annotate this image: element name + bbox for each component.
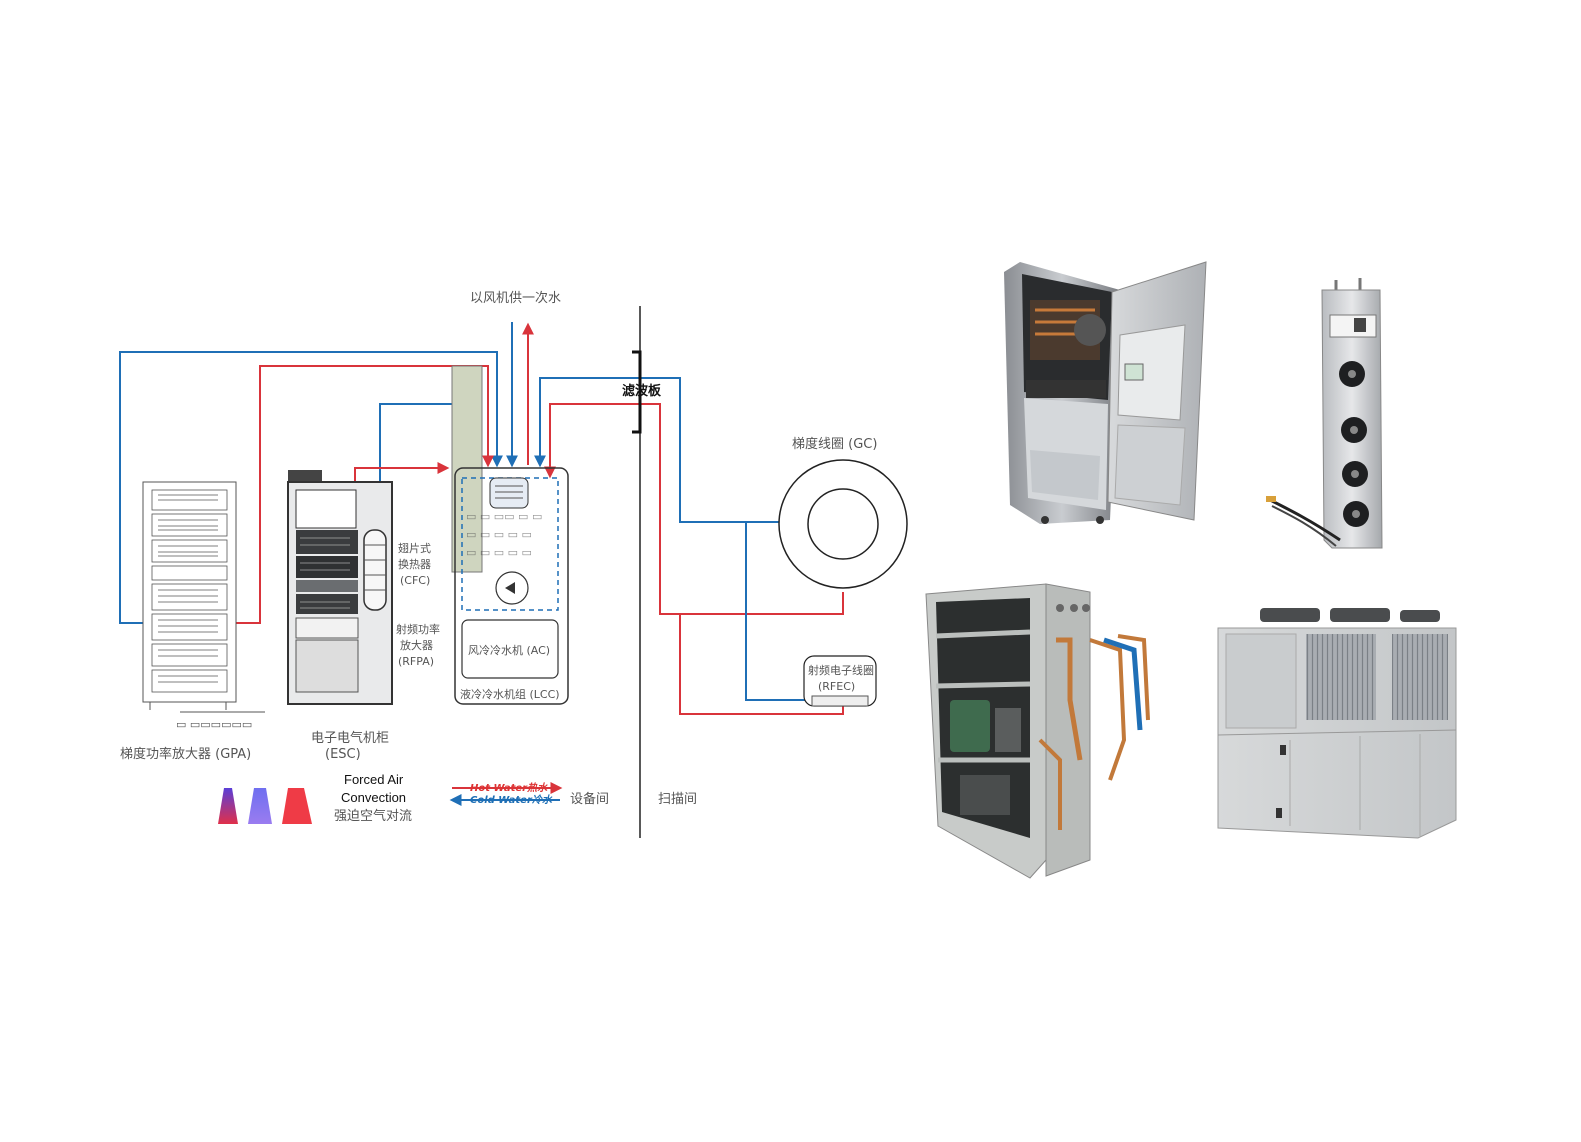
forced-air-legend <box>218 788 312 824</box>
forced-air-cn: 强迫空气对流 <box>334 808 412 824</box>
rfec-label-2: (RFEC) <box>818 680 855 693</box>
rfpa-label-3: (RFPA) <box>398 655 434 668</box>
forced-air-en-1: Forced Air <box>344 772 404 787</box>
esc-cabinet <box>287 470 393 705</box>
top-label: 以风机供一次水 <box>470 290 561 306</box>
svg-text:▭ ▭ ▭ ▭ ▭: ▭ ▭ ▭ ▭ ▭ <box>466 528 532 541</box>
scan-room-label: 扫描间 <box>658 792 697 807</box>
cfc-label-1: 翅片式 <box>398 541 431 555</box>
hot-water-label: Hot Water热水 <box>470 782 548 794</box>
photo-open-cabinet <box>1004 261 1207 524</box>
cfc-label-2: 换热器 <box>398 557 431 571</box>
esc-label-1: 电子电气机柜 <box>311 730 389 746</box>
gradient-coil <box>778 459 908 589</box>
lcc-label: 液冷冷水机组 (LCC) <box>460 687 560 701</box>
cold-pipe-rfec <box>745 522 806 701</box>
svg-text:▭ ▭ ▭ ▭ ▭: ▭ ▭ ▭ ▭ ▭ <box>466 546 532 559</box>
cold-water-label: Cold Water冷水 <box>470 794 553 806</box>
cold-pipe-gpa <box>119 351 503 624</box>
lcc-inner-label: 风冷冷水机 (AC) <box>468 643 550 657</box>
gc-label: 梯度线圈 (GC) <box>792 436 877 452</box>
filter-panel-label: 滤波板 <box>622 383 662 399</box>
svg-text:▭ ▭ ▭▭ ▭ ▭: ▭ ▭ ▭▭ ▭ ▭ <box>466 510 542 523</box>
gpa-label: 梯度功率放大器 (GPA) <box>120 746 251 762</box>
svg-text:▭ ▭▭▭▭▭▭: ▭ ▭▭▭▭▭▭ <box>176 718 252 731</box>
rfpa-label-2: 放大器 <box>400 638 433 652</box>
hot-pipe-gpa <box>232 365 494 624</box>
room-divider <box>632 306 642 838</box>
water-legend <box>449 782 563 806</box>
photo-air-chiller <box>1217 608 1457 839</box>
rf-coil <box>803 655 877 707</box>
gpa-cabinet: ▭ ▭▭▭▭▭▭ <box>142 481 265 731</box>
rfec-label-1: 射频电子线圈 <box>808 663 874 677</box>
forced-air-en-2: Convection <box>341 790 406 805</box>
cold-pipe-scan <box>534 377 780 523</box>
photo-fan-unit <box>1266 278 1383 549</box>
hot-pipe-rfec <box>679 614 844 715</box>
equipment-room-label: 设备间 <box>570 791 609 807</box>
cfc-label-3: (CFC) <box>400 574 430 587</box>
photo-open-chiller <box>925 583 1150 879</box>
hot-pipe-scan <box>544 403 844 615</box>
lcc-unit: ▭ ▭ ▭▭ ▭ ▭ ▭ ▭ ▭ ▭ ▭ ▭ ▭ ▭ ▭ ▭ <box>451 365 569 705</box>
rfpa-label-1: 射频功率 <box>396 622 440 636</box>
esc-label-2: (ESC) <box>325 747 361 762</box>
